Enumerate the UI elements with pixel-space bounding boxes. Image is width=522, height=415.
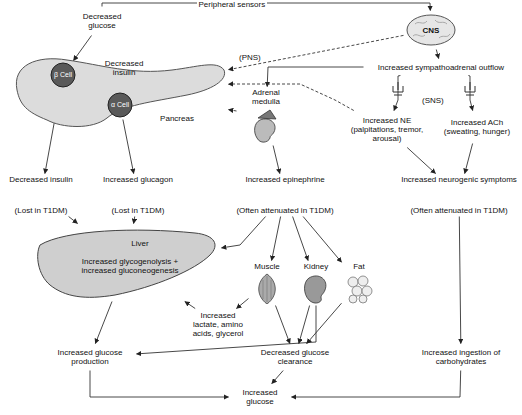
node-note: Increased glycogenolysis + increased glu… <box>65 257 195 275</box>
node-text: Increased glucose <box>230 388 290 406</box>
flow-arrow <box>465 144 473 174</box>
flow-arrow <box>273 146 280 174</box>
islet-cell: α Cell <box>107 92 133 118</box>
flow-arrow <box>293 217 309 261</box>
node-text: Increased glucose production <box>45 348 135 366</box>
node-text: Increased epinephrine <box>245 175 324 184</box>
flow-arrow <box>134 217 135 224</box>
flow-arrow <box>459 217 461 344</box>
dashed-arrow <box>229 35 404 69</box>
flow-arrow <box>276 306 290 344</box>
flow-arrow <box>272 217 281 261</box>
node-text: Increased sympathoadrenal outflow <box>378 63 504 72</box>
dashed-arrow <box>229 110 237 111</box>
text-node: Increased NE(palpitations, tremor, arous… <box>345 112 429 146</box>
flow-arrow <box>69 217 78 224</box>
flow-arrow <box>394 76 400 111</box>
fat-tissue: Fat <box>343 262 375 304</box>
text-node: Increased sympathoadrenal outflow <box>365 60 517 74</box>
node-note: (Lost in T1DM) <box>15 206 68 215</box>
flow-arrow <box>272 371 283 384</box>
node-text: Liver <box>120 239 160 248</box>
flow-arrow <box>95 302 112 344</box>
flow-arrow <box>74 36 92 61</box>
muscle-tissue: Muscle <box>250 262 284 304</box>
text-node: Decreased insulin <box>100 56 148 80</box>
node-text: Pancreas <box>147 114 207 123</box>
text-node: Increased glucose production <box>45 345 135 369</box>
text-node: Increased epinephrine (Often attenuated i… <box>235 175 335 215</box>
text-node: Decreased glucose <box>70 8 134 34</box>
flow-arrow <box>292 371 461 398</box>
flow-arrow <box>307 303 342 343</box>
node-text: Decreased insulin <box>100 59 148 77</box>
node-note: (palpitations, tremor, arousal) <box>345 125 429 143</box>
liver-organ: LiverIncreased glycogenolysis + increase… <box>35 225 220 300</box>
node-text: Increased lactate, amino acids, glycerol <box>188 311 248 338</box>
flow-arrow <box>123 120 134 174</box>
node-text: Increased ingestion of carbohydrates <box>415 348 507 366</box>
flow-arrow <box>237 299 249 309</box>
flow-arrow <box>185 302 195 309</box>
node-note: (Lost in T1DM) <box>112 206 165 215</box>
flow-arrow <box>303 217 341 263</box>
node-note: (Often attenuated in T1DM) <box>236 206 333 215</box>
dashed-arrow <box>229 84 354 111</box>
node-text: Kidney <box>304 262 328 271</box>
text-node: Increased glucagon (Lost in T1DM) <box>102 175 174 215</box>
node-text: α Cell <box>111 101 129 109</box>
flow-arrow <box>407 148 435 174</box>
node-text: Fat <box>353 262 365 271</box>
text-node: Increased ACh(sweating, hunger) <box>440 112 514 142</box>
synapse-symbol <box>393 82 475 95</box>
text-node: Increased glucose <box>230 385 290 409</box>
node-text: CNS <box>423 26 440 35</box>
node-text: Increased ACh <box>451 118 503 127</box>
text-node: Increased ingestion of carbohydrates <box>415 345 507 369</box>
edge-label: Peripheral sensors <box>197 0 268 9</box>
node-text: Increased glucagon <box>103 175 173 184</box>
node-text: Decreased glucose <box>70 12 134 30</box>
node-text: Increased neurogenic symptoms <box>401 175 517 184</box>
node-text: β Cell <box>54 71 72 79</box>
node-text: Muscle <box>254 262 279 271</box>
cns-brain: CNS <box>405 12 457 48</box>
node-text: Adrenal medulla <box>238 88 294 106</box>
text-node: Increased lactate, amino acids, glycerol <box>188 310 248 338</box>
flow-arrow <box>468 76 472 111</box>
adrenal-gland: Adrenal medulla <box>238 88 294 144</box>
text-node: Decreased insulin (Lost in T1DM) <box>6 175 76 215</box>
text-node: Increased neurogenic symptoms (Often atte… <box>400 175 518 215</box>
islet-cell: β Cell <box>50 62 76 88</box>
flow-arrow <box>299 306 310 344</box>
pancreas-organ: Pancreas β Cell α Cell Decreased insulin <box>12 50 227 132</box>
node-text: Decreased insulin <box>9 175 73 184</box>
flow-arrow <box>90 371 229 398</box>
text-node: Decreased glucose clearance <box>255 345 335 369</box>
node-note: (sweating, hunger) <box>444 127 510 136</box>
node-note: (Often attenuated in T1DM) <box>410 206 507 215</box>
node-text: Increased NE <box>363 116 411 125</box>
node-text: Decreased glucose clearance <box>255 348 335 366</box>
annotation: (SNS) <box>420 96 446 105</box>
edge-label: (PNS) <box>237 53 263 62</box>
flow-arrow <box>137 306 317 354</box>
kidney-organ: Kidney <box>299 262 333 304</box>
flow-arrow <box>222 217 266 248</box>
flow-arrow <box>267 67 363 87</box>
flow-arrow <box>436 50 438 59</box>
